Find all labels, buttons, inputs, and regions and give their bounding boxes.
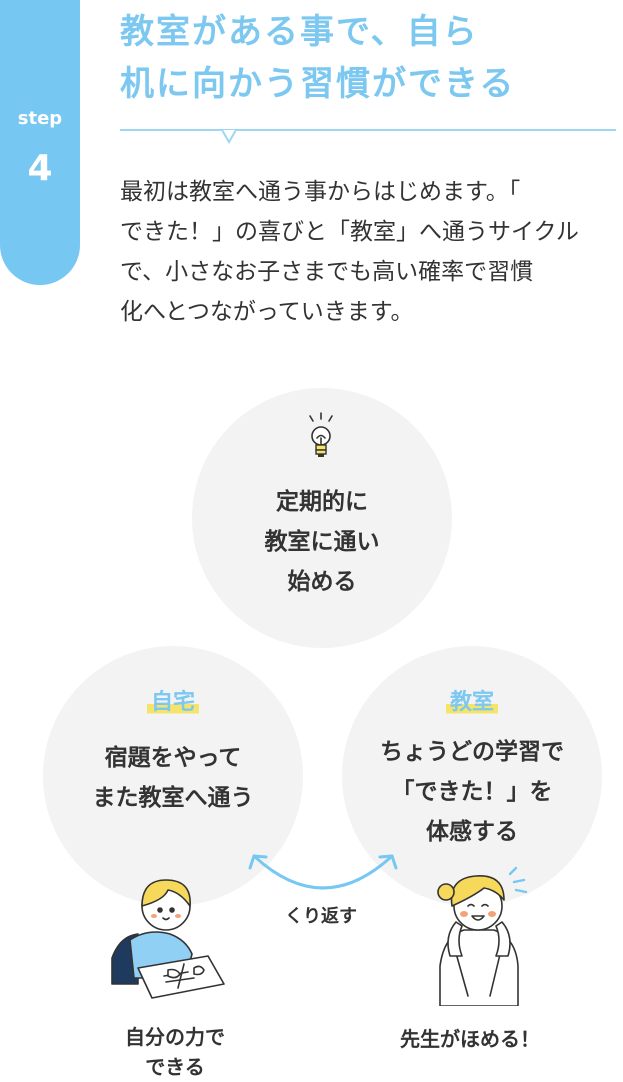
title-underline (120, 129, 616, 131)
cycle-home-title-text: 自宅 (146, 684, 199, 716)
caption-classroom-line: 先生がほめる！ (400, 1027, 540, 1051)
description: 最初は教室へ通う事からはじめます。「 できた！」の喜びと「教室」へ通うサイクル … (120, 172, 620, 332)
step-label: step (17, 108, 63, 129)
child-studying-illustration (111, 879, 225, 999)
cycle-start-text: 定期的に 教室に通い 始める (192, 482, 452, 602)
cycle-home-text: 宿題をやって また教室へ通う (43, 738, 303, 818)
cycle-home-line: 宿題をやって (104, 745, 242, 771)
double-arrow-icon (248, 854, 398, 890)
title-pointer-icon (222, 130, 236, 144)
cycle-classroom-line: 「できた！」を (391, 779, 553, 805)
title-line-2: 机に向かう習慣ができる (120, 64, 516, 104)
repeat-label: くり返す (285, 906, 357, 927)
caption-home-line: できる (145, 1055, 205, 1079)
cycle-classroom-line: 体感する (426, 819, 518, 845)
cycle-home-line: また教室へ通う (92, 785, 254, 811)
title-line-1: 教室がある事で、自ら (120, 12, 479, 52)
step-number: 4 (27, 148, 53, 189)
caption-home-line: 自分の力で (125, 1025, 225, 1049)
description-line: できた！」の喜びと「教室」へ通うサイクル (120, 219, 579, 245)
lightbulb-icon (309, 412, 333, 457)
description-line: で、小さなお子さまでも高い確率で習慣 (120, 259, 534, 285)
cycle-classroom-text: ちょうどの学習で 「できた！」を 体感する (342, 732, 602, 852)
caption-home: 自分の力で できる (100, 1022, 250, 1082)
description-line: 最初は教室へ通う事からはじめます。「 (120, 179, 521, 205)
teacher-praising-illustration (437, 866, 528, 1006)
cycle-start-line: 定期的に (276, 489, 368, 515)
cycle-start-line: 教室に通い (264, 529, 380, 555)
cycle-home-title: 自宅 (43, 684, 303, 716)
step-badge (0, 0, 80, 285)
section-title: 教室がある事で、自ら 机に向かう習慣ができる (120, 6, 620, 110)
cycle-circle-classroom: 教室 ちょうどの学習で 「できた！」を 体感する (342, 646, 602, 906)
cycle-classroom-title: 教室 (342, 684, 602, 716)
cycle-classroom-title-text: 教室 (445, 684, 498, 716)
cycle-start-line: 始める (287, 569, 357, 595)
caption-classroom: 先生がほめる！ (380, 1024, 560, 1054)
cycle-circle-home: 自宅 宿題をやって また教室へ通う (43, 646, 303, 906)
description-line: 化へとつながっていきます。 (120, 299, 414, 325)
cycle-classroom-line: ちょうどの学習で (380, 739, 564, 765)
